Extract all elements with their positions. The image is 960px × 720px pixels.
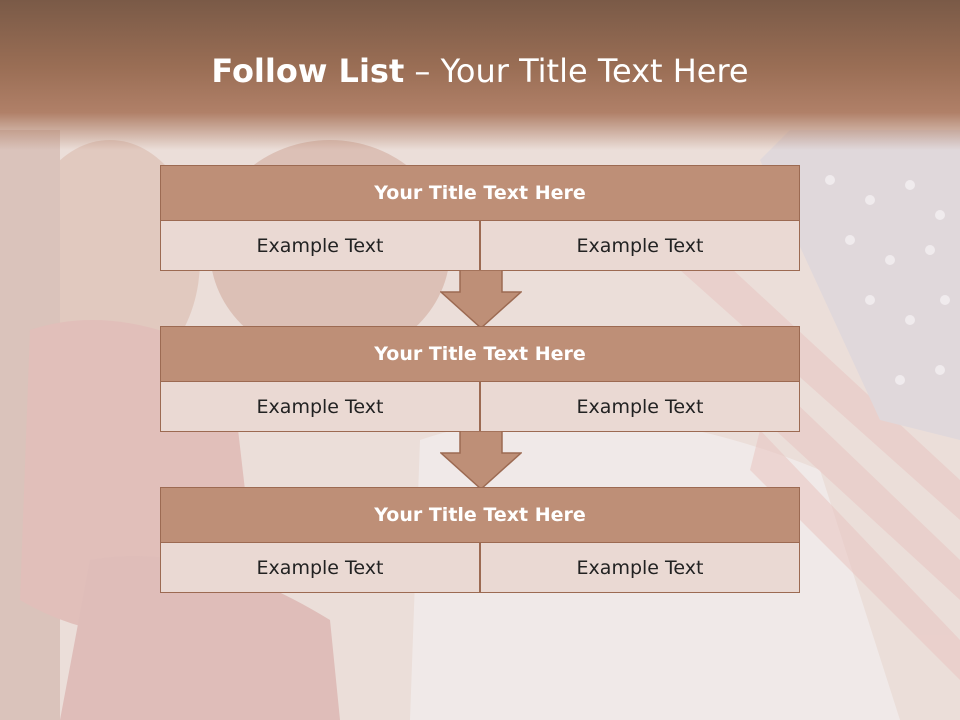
block-cell-right: Example Text [480, 382, 800, 432]
title-bar [0, 0, 960, 150]
slide-title-rest: – Your Title Text Here [404, 52, 749, 90]
block-cell-right: Example Text [480, 221, 800, 271]
block-cell-left: Example Text [160, 543, 480, 593]
list-block-1: Your Title Text Here Example Text Exampl… [160, 165, 800, 271]
block-row: Example Text Example Text [160, 543, 800, 593]
block-title: Your Title Text Here [160, 487, 800, 543]
block-cell-right: Example Text [480, 543, 800, 593]
block-row: Example Text Example Text [160, 382, 800, 432]
down-arrow-icon [440, 270, 522, 330]
block-title: Your Title Text Here [160, 326, 800, 382]
block-cell-left: Example Text [160, 221, 480, 271]
block-cell-left: Example Text [160, 382, 480, 432]
block-title: Your Title Text Here [160, 165, 800, 221]
list-block-3: Your Title Text Here Example Text Exampl… [160, 487, 800, 593]
slide-title: Follow List – Your Title Text Here [0, 52, 960, 90]
list-block-2: Your Title Text Here Example Text Exampl… [160, 326, 800, 432]
slide-title-bold: Follow List [211, 52, 405, 90]
down-arrow-icon [440, 431, 522, 491]
block-row: Example Text Example Text [160, 221, 800, 271]
